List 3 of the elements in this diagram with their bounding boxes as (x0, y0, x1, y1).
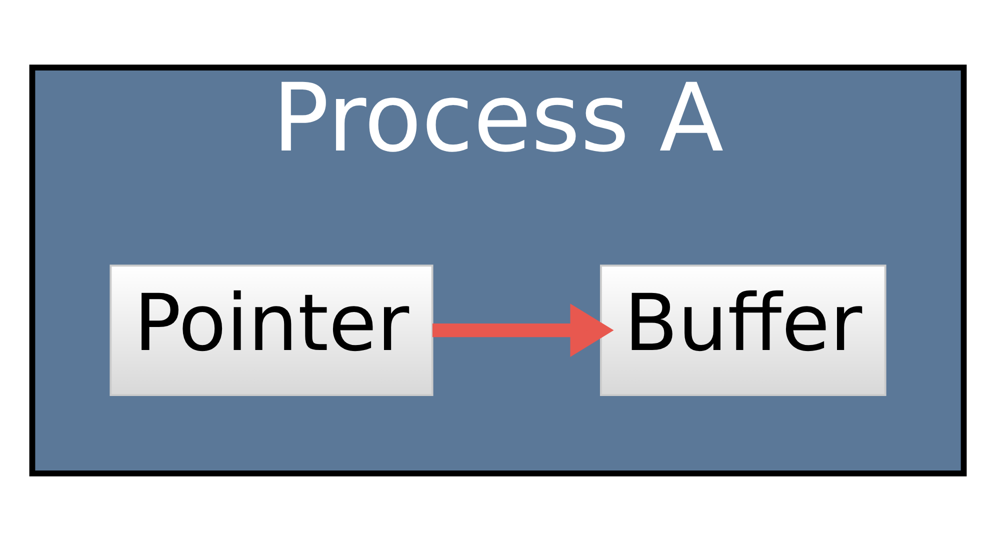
arrow (432, 304, 614, 357)
node-box: Pointer (110, 264, 434, 396)
node-box: Buffer (600, 264, 886, 396)
